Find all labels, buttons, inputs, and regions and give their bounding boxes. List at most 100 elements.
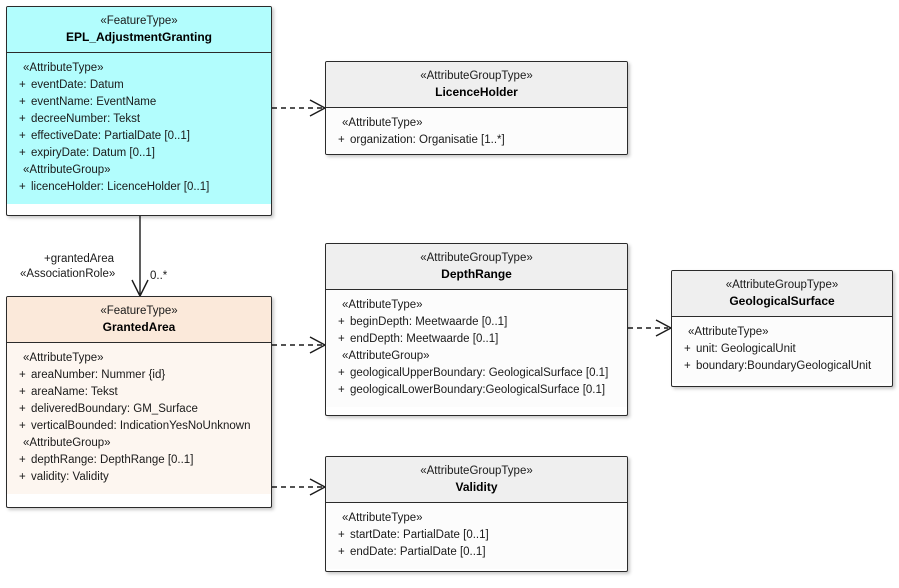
visibility-marker: + bbox=[338, 529, 345, 541]
attribute-row: + effectiveDate: PartialDate [0..1] bbox=[11, 128, 267, 145]
attribute-text: effectiveDate: PartialDate [0..1] bbox=[31, 130, 190, 142]
class-attributes: «AttributeType» + startDate: PartialDate… bbox=[326, 503, 627, 569]
class-box-validity[interactable]: «AttributeGroupType» Validity «Attribute… bbox=[325, 456, 628, 572]
attribute-text: eventName: EventName bbox=[31, 96, 157, 108]
class-name: GrantedArea bbox=[102, 320, 176, 334]
attribute-text: organization: Organisatie [1..*] bbox=[350, 134, 505, 146]
association-multiplicity: 0..* bbox=[150, 270, 168, 282]
class-header: «AttributeGroupType» GeologicalSurface bbox=[672, 271, 892, 317]
visibility-marker: + bbox=[19, 454, 26, 466]
class-header: «FeatureType» EPL_AdjustmentGranting bbox=[7, 7, 271, 53]
attribute-text: startDate: PartialDate [0..1] bbox=[350, 529, 489, 541]
visibility-marker: + bbox=[338, 134, 345, 146]
attribute-text: unit: GeologicalUnit bbox=[696, 343, 796, 355]
class-header: «FeatureType» GrantedArea bbox=[7, 297, 271, 343]
class-attributes: «AttributeType» + beginDepth: Meetwaarde… bbox=[326, 290, 627, 407]
attribute-row: + boundary:BoundaryGeologicalUnit bbox=[676, 358, 888, 375]
attribute-text: decreeNumber: Tekst bbox=[31, 113, 141, 125]
class-attributes: «AttributeType» + organization: Organisa… bbox=[326, 108, 627, 154]
attribute-row: + geologicalLowerBoundary:GeologicalSurf… bbox=[330, 382, 623, 399]
attribute-row: + startDate: PartialDate [0..1] bbox=[330, 527, 623, 544]
visibility-marker: + bbox=[338, 367, 345, 379]
class-box-geological-surface[interactable]: «AttributeGroupType» GeologicalSurface «… bbox=[671, 270, 893, 387]
attribute-group-label: «AttributeType» bbox=[23, 62, 104, 74]
visibility-marker: + bbox=[19, 403, 26, 415]
visibility-marker: + bbox=[19, 79, 26, 91]
class-header: «AttributeGroupType» Validity bbox=[326, 457, 627, 503]
class-name: LicenceHolder bbox=[435, 85, 518, 99]
attribute-row: + verticalBounded: IndicationYesNoUnknow… bbox=[11, 418, 267, 435]
class-stereotype: «AttributeGroupType» bbox=[420, 70, 533, 82]
attribute-text: areaName: Tekst bbox=[31, 386, 118, 398]
class-stereotype: «AttributeGroupType» bbox=[420, 465, 533, 477]
class-header: «AttributeGroupType» LicenceHolder bbox=[326, 62, 627, 108]
attribute-row: + licenceHolder: LicenceHolder [0..1] bbox=[11, 179, 267, 196]
attribute-text: verticalBounded: IndicationYesNoUnknown bbox=[31, 420, 251, 432]
attribute-group-label: «AttributeGroup» bbox=[342, 350, 430, 362]
association-role-name: +grantedArea bbox=[44, 253, 115, 265]
class-box-epl-adjustment-granting[interactable]: «FeatureType» EPL_AdjustmentGranting «At… bbox=[6, 6, 272, 216]
class-attributes: «AttributeType» + unit: GeologicalUnit +… bbox=[672, 317, 892, 383]
attribute-text: geologicalUpperBoundary: GeologicalSurfa… bbox=[350, 367, 609, 379]
visibility-marker: + bbox=[19, 113, 26, 125]
class-name: EPL_AdjustmentGranting bbox=[65, 30, 212, 44]
class-box-depth-range[interactable]: «AttributeGroupType» DepthRange «Attribu… bbox=[325, 243, 628, 416]
class-name: Validity bbox=[455, 480, 498, 494]
attribute-row: + geologicalUpperBoundary: GeologicalSur… bbox=[330, 365, 623, 382]
attribute-group-label: «AttributeType» bbox=[23, 352, 104, 364]
attribute-text: geologicalLowerBoundary:GeologicalSurfac… bbox=[350, 384, 606, 396]
visibility-marker: + bbox=[19, 130, 26, 142]
attribute-row: + beginDepth: Meetwaarde [0..1] bbox=[330, 314, 623, 331]
attribute-row: + areaName: Tekst bbox=[11, 384, 267, 401]
attribute-text: endDepth: Meetwaarde [0..1] bbox=[350, 333, 499, 345]
visibility-marker: + bbox=[19, 147, 26, 159]
visibility-marker: + bbox=[19, 369, 26, 381]
attribute-row: + deliveredBoundary: GM_Surface bbox=[11, 401, 267, 418]
visibility-marker: + bbox=[338, 384, 345, 396]
visibility-marker: + bbox=[19, 96, 26, 108]
class-stereotype: «FeatureType» bbox=[100, 305, 178, 317]
attribute-row: + unit: GeologicalUnit bbox=[676, 341, 888, 358]
visibility-marker: + bbox=[19, 471, 26, 483]
attribute-row: + decreeNumber: Tekst bbox=[11, 111, 267, 128]
attribute-group-label: «AttributeGroup» bbox=[23, 164, 111, 176]
class-box-granted-area[interactable]: «FeatureType» GrantedArea «AttributeType… bbox=[6, 296, 272, 508]
attribute-text: licenceHolder: LicenceHolder [0..1] bbox=[31, 181, 210, 193]
visibility-marker: + bbox=[19, 386, 26, 398]
attribute-row: + areaNumber: Nummer {id} bbox=[11, 367, 267, 384]
attribute-text: areaNumber: Nummer {id} bbox=[31, 369, 166, 381]
attribute-group-label: «AttributeGroup» bbox=[23, 437, 111, 449]
class-attributes: «AttributeType» + areaNumber: Nummer {id… bbox=[7, 343, 271, 494]
visibility-marker: + bbox=[338, 333, 345, 345]
attribute-row: + depthRange: DepthRange [0..1] bbox=[11, 452, 267, 469]
attribute-text: expiryDate: Datum [0..1] bbox=[31, 147, 155, 159]
attribute-row: + eventName: EventName bbox=[11, 94, 267, 111]
visibility-marker: + bbox=[19, 420, 26, 432]
visibility-marker: + bbox=[338, 546, 345, 558]
attribute-group-label: «AttributeType» bbox=[342, 512, 423, 524]
attribute-row: + validity: Validity bbox=[11, 469, 267, 486]
class-name: GeologicalSurface bbox=[729, 294, 835, 308]
association-role-stereotype: «AssociationRole» bbox=[20, 268, 116, 280]
attribute-text: validity: Validity bbox=[31, 471, 109, 483]
attribute-row: + eventDate: Datum bbox=[11, 77, 267, 94]
attribute-group-label: «AttributeType» bbox=[688, 326, 769, 338]
visibility-marker: + bbox=[684, 343, 691, 355]
visibility-marker: + bbox=[338, 316, 345, 328]
attribute-text: endDate: PartialDate [0..1] bbox=[350, 546, 486, 558]
attribute-row: + endDepth: Meetwaarde [0..1] bbox=[330, 331, 623, 348]
attribute-text: eventDate: Datum bbox=[31, 79, 124, 91]
attribute-group-label: «AttributeType» bbox=[342, 299, 423, 311]
class-stereotype: «FeatureType» bbox=[100, 15, 178, 27]
class-box-licence-holder[interactable]: «AttributeGroupType» LicenceHolder «Attr… bbox=[325, 61, 628, 155]
attribute-row: + expiryDate: Datum [0..1] bbox=[11, 145, 267, 162]
class-header: «AttributeGroupType» DepthRange bbox=[326, 244, 627, 290]
attribute-group-label: «AttributeType» bbox=[342, 117, 423, 129]
class-stereotype: «AttributeGroupType» bbox=[420, 252, 533, 264]
attribute-text: boundary:BoundaryGeologicalUnit bbox=[696, 360, 872, 372]
attribute-text: beginDepth: Meetwaarde [0..1] bbox=[350, 316, 508, 328]
visibility-marker: + bbox=[19, 181, 26, 193]
class-stereotype: «AttributeGroupType» bbox=[725, 279, 839, 291]
class-attributes: «AttributeType» + eventDate: Datum + eve… bbox=[7, 53, 271, 204]
